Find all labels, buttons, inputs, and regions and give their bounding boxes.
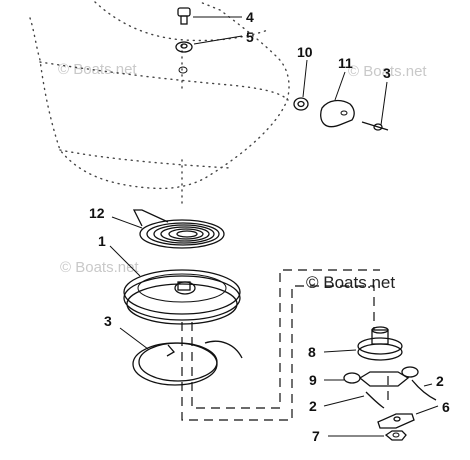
callout-5: 5 [246, 29, 254, 45]
friction-plate-9 [324, 366, 419, 387]
bushing-10 [293, 59, 309, 111]
nut-7 [328, 430, 407, 441]
callout-1: 1 [98, 233, 106, 249]
watermark-top-right: © Boats.net [348, 63, 427, 80]
callout-8: 8 [308, 344, 316, 360]
callout-11: 11 [338, 55, 353, 71]
starter-rope-3 [119, 327, 243, 386]
spring-2-right [411, 379, 437, 401]
watermark-main: © Boats.net [306, 273, 395, 292]
callout-2-right: 2 [436, 373, 444, 389]
callout-6: 6 [442, 399, 450, 415]
lever-11 [320, 71, 355, 128]
washer-5 [175, 35, 243, 53]
pawl-6 [377, 405, 439, 429]
callout-9: 9 [309, 372, 317, 388]
drive-cup-8 [323, 326, 403, 361]
callout-10: 10 [297, 44, 313, 60]
watermark-mid-left: © Boats.net [60, 259, 139, 276]
callout-4: 4 [246, 9, 254, 25]
pin-3-top [361, 81, 389, 131]
watermark-top-left: © Boats.net [58, 61, 137, 78]
pulley-1 [109, 245, 241, 325]
callout-3-left: 3 [104, 313, 112, 329]
spring-2-left [323, 391, 385, 409]
callout-12: 12 [89, 205, 105, 221]
callout-2-left: 2 [309, 398, 317, 414]
callout-7: 7 [312, 428, 320, 444]
recoil-spring-12 [111, 209, 225, 249]
callout-3-top: 3 [383, 65, 391, 81]
cover-hole [178, 66, 188, 74]
assembly-guide-lines [181, 269, 389, 421]
screw-4 [177, 7, 242, 25]
